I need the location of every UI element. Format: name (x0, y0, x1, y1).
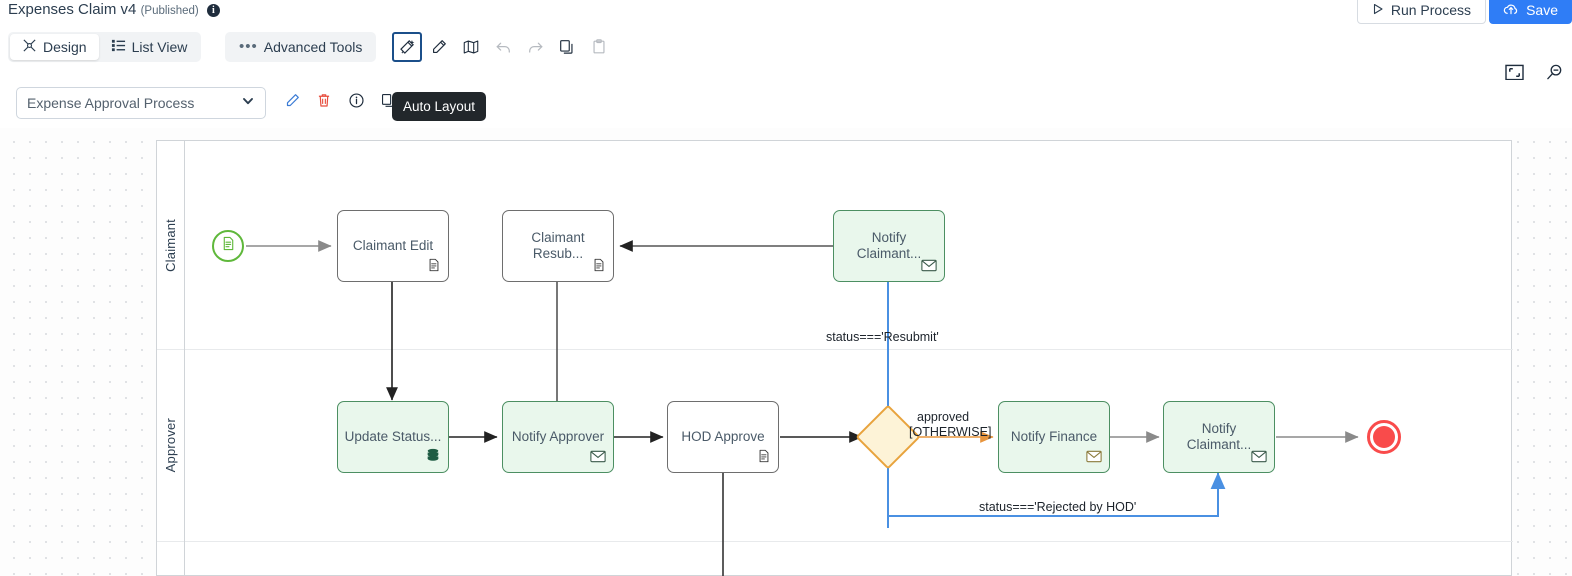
auto-layout-icon[interactable] (392, 32, 422, 62)
end-event[interactable] (1367, 420, 1401, 454)
document-icon (592, 258, 606, 275)
document-icon (221, 236, 236, 256)
lane-header-third[interactable] (157, 541, 185, 576)
tab-design-label: Design (43, 39, 87, 55)
page-title: Expenses Claim v4 (Published) i (8, 1, 220, 18)
copy-icon[interactable] (552, 32, 582, 62)
tab-row: Design List View ••• (0, 28, 1572, 121)
advanced-tools-label: Advanced Tools (263, 39, 363, 55)
run-process-label: Run Process (1390, 2, 1471, 18)
document-icon (757, 449, 771, 466)
tab-list-view-label: List View (131, 39, 188, 55)
paste-icon[interactable] (584, 32, 614, 62)
cloud-upload-icon (1503, 2, 1519, 19)
exclusive-gateway[interactable] (855, 404, 921, 470)
lane-label-claimant: Claimant (163, 218, 178, 272)
envelope-icon (590, 450, 606, 466)
task-label: Update Status... (344, 428, 442, 444)
edit-pencil-icon[interactable] (282, 90, 302, 110)
document-icon (427, 258, 441, 275)
fit-screen-icon[interactable] (1504, 62, 1524, 82)
task-label: Claimant Edit (352, 237, 434, 253)
task-label: Claimant Resub... (531, 229, 585, 261)
chevron-down-icon (241, 94, 255, 113)
task-label: Notify Claimant... (1186, 420, 1252, 452)
delete-trash-icon[interactable] (314, 90, 334, 110)
task-label: HOD Approve (681, 428, 765, 444)
task-label: Notify Claimant... (856, 229, 922, 261)
lane-divider-1 (157, 349, 1513, 350)
tab-list-view[interactable]: List View (99, 34, 200, 60)
task-notify-finance[interactable]: Notify Finance (998, 401, 1110, 473)
zoom-out-icon[interactable] (1544, 62, 1564, 82)
lane-header-approver[interactable]: Approver (157, 349, 185, 541)
task-label: Notify Approver (511, 428, 605, 444)
lane-label-approver: Approver (163, 417, 178, 473)
canvas-view-controls (1504, 62, 1564, 82)
design-icon (22, 38, 37, 56)
tab-design[interactable]: Design (10, 34, 99, 60)
lane-divider-2 (157, 541, 1513, 542)
run-process-button[interactable]: Run Process (1356, 0, 1486, 24)
task-notify-approver[interactable]: Notify Approver (502, 401, 614, 473)
view-tab-group: Design List View (8, 32, 202, 62)
task-hod-approve[interactable]: HOD Approve (667, 401, 779, 473)
edge-label-otherwise: [OTHERWISE] (909, 425, 992, 439)
advanced-tools-group: ••• Advanced Tools (225, 32, 377, 62)
list-view-icon (111, 38, 126, 56)
process-sub-toolbar: Expense Approval Process (0, 80, 1572, 128)
task-label: Notify Finance (1010, 428, 1098, 444)
task-notify-claimant-1[interactable]: Notify Claimant... (833, 210, 945, 282)
task-notify-claimant-2[interactable]: Notify Claimant... (1163, 401, 1275, 473)
canvas-toolbar (392, 31, 614, 63)
info-icon[interactable]: i (206, 4, 220, 17)
task-update-status[interactable]: Update Status... (337, 401, 449, 473)
marker-pen-icon[interactable] (424, 32, 454, 62)
play-icon (1372, 2, 1384, 18)
envelope-icon (1251, 450, 1267, 466)
auto-layout-tooltip: Auto Layout (392, 92, 487, 121)
envelope-icon (921, 259, 937, 275)
process-pool: Claimant Approver (156, 140, 1513, 576)
map-icon[interactable] (456, 32, 486, 62)
bpmn-canvas[interactable]: Claimant Approver (0, 128, 1572, 576)
start-event[interactable] (212, 230, 244, 262)
edge-label-approved: approved (917, 410, 970, 424)
edge-label-rejected: status==='Rejected by HOD' (979, 500, 1137, 514)
save-label: Save (1526, 2, 1558, 18)
edge-label-resubmit: status==='Resubmit' (826, 330, 939, 344)
tab-advanced-tools[interactable]: ••• Advanced Tools (227, 34, 374, 60)
lane-header-claimant[interactable]: Claimant (157, 141, 185, 349)
process-name: Expenses Claim v4 (8, 1, 137, 18)
process-select[interactable]: Expense Approval Process (16, 87, 266, 119)
undo-icon[interactable] (488, 32, 518, 62)
redo-icon[interactable] (520, 32, 550, 62)
title-bar: Expenses Claim v4 (Published) i Run Proc… (0, 0, 1572, 28)
publish-status: (Published) (140, 5, 199, 17)
ellipsis-icon: ••• (239, 38, 258, 55)
task-claimant-edit[interactable]: Claimant Edit (337, 210, 449, 282)
database-icon (425, 447, 441, 466)
envelope-icon (1086, 450, 1102, 466)
process-select-value: Expense Approval Process (27, 95, 195, 111)
task-claimant-resubmit[interactable]: Claimant Resub... (502, 210, 614, 282)
save-button[interactable]: Save (1489, 0, 1572, 24)
info-circle-icon[interactable] (346, 90, 366, 110)
